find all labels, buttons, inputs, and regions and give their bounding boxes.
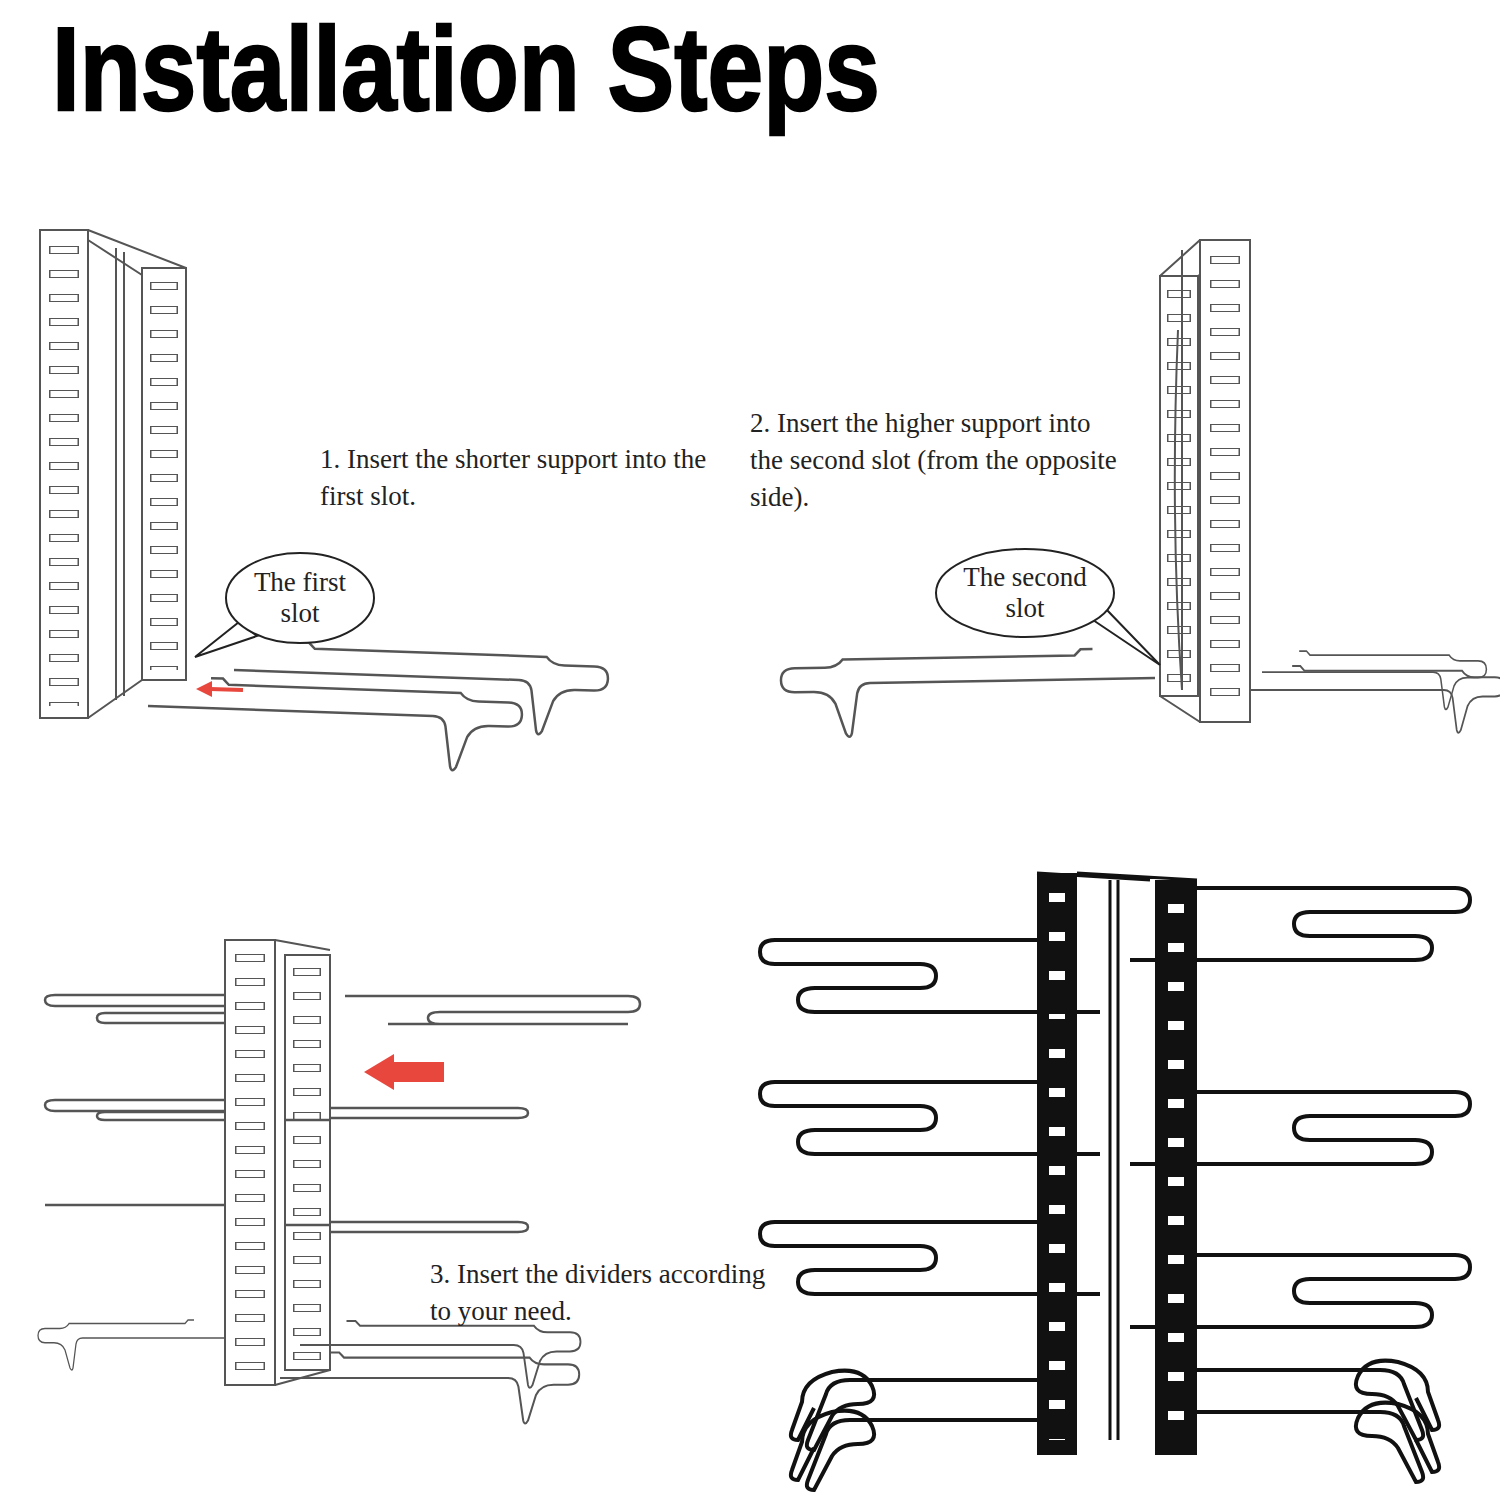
- divider-wire: [345, 996, 640, 1024]
- rack-frame: [225, 940, 330, 1385]
- plate-slots: [49, 246, 79, 706]
- frame-plate: [225, 940, 275, 1385]
- frame-edge: [275, 940, 330, 1385]
- step-instruction: 2. Insert the higher support into the se…: [750, 405, 1130, 516]
- divider-wire: [38, 995, 640, 1423]
- arrow-head: [364, 1054, 394, 1090]
- bubble-ellipse: [226, 553, 374, 643]
- bubble-text: The first slot: [240, 567, 360, 629]
- plate-slots: [1049, 893, 1065, 1440]
- frame-plate: [142, 268, 186, 680]
- bubble-ellipse: [936, 549, 1114, 637]
- support-wire: [232, 640, 609, 737]
- frame-edge: [1160, 240, 1250, 722]
- divider-wire: [760, 1082, 1100, 1154]
- divider-wire: [1130, 1092, 1470, 1164]
- frame-edge: [88, 230, 186, 718]
- support-wire: [781, 648, 1156, 738]
- support-wire: [1190, 1361, 1439, 1440]
- divider-wire: [1130, 1255, 1470, 1327]
- support-wire: [791, 1371, 1040, 1450]
- divider-wire: [45, 1205, 528, 1232]
- plate-slots: [152, 282, 177, 670]
- frame-plate: [1037, 873, 1077, 1455]
- frame-plate: [40, 230, 88, 718]
- divider-wire: [285, 1108, 528, 1120]
- plate-slots: [1168, 904, 1184, 1440]
- bubble-tail: [1093, 608, 1160, 665]
- speech-bubble: The second slot: [935, 548, 1115, 638]
- support-wire: [1190, 1403, 1439, 1482]
- bubble-text: The second slot: [950, 562, 1100, 624]
- plate-slots: [150, 282, 178, 670]
- insert-arrow: [364, 1054, 444, 1090]
- support-wire: [280, 1353, 579, 1424]
- support-wire: [1250, 666, 1500, 733]
- support-wire: [1262, 651, 1486, 709]
- divider-wire: [1130, 888, 1470, 960]
- title: Installation Steps: [52, 10, 880, 128]
- plate-slots: [1212, 256, 1239, 710]
- frame-rod: [123, 252, 125, 696]
- plate-slots: [51, 246, 78, 706]
- support-wire: [781, 648, 1500, 738]
- support-wire: [146, 640, 609, 773]
- plate-slots: [295, 968, 320, 1360]
- rack-frame: [1160, 240, 1250, 722]
- step-instruction: 1. Insert the shorter support into the f…: [320, 441, 720, 515]
- divider-wire: [760, 1222, 1100, 1294]
- step-instruction: 3. Insert the dividers according to your…: [430, 1256, 790, 1330]
- divider-wire: [760, 888, 1470, 1490]
- insert-arrow: [196, 681, 243, 697]
- divider-wire: [760, 940, 1100, 1012]
- arrow-head: [196, 681, 212, 697]
- divider-wire: [45, 1100, 225, 1120]
- plate-slots: [293, 968, 321, 1360]
- support-wire: [38, 1320, 225, 1370]
- support-wire: [791, 1411, 1040, 1490]
- frame-plate: [285, 955, 330, 1370]
- rack-frame: [40, 230, 186, 718]
- divider-wire: [45, 995, 225, 1023]
- support-wire: [146, 676, 523, 773]
- frame-plate: [1200, 240, 1250, 722]
- plate-slots: [237, 954, 264, 1374]
- arrow-shaft: [210, 689, 243, 690]
- speech-bubble: The first slot: [225, 552, 375, 644]
- plate-slots: [235, 954, 265, 1374]
- frame-rod: [1175, 250, 1182, 690]
- arrow-shaft: [392, 1062, 444, 1082]
- plate-slots: [1210, 256, 1240, 710]
- frame-rod: [115, 248, 117, 700]
